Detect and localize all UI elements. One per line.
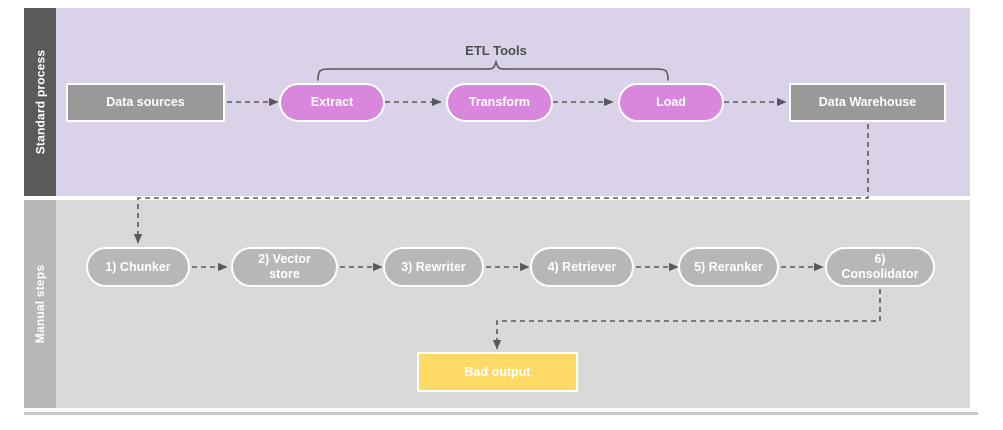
node-label-load: Load bbox=[656, 95, 686, 109]
node-data-warehouse[interactable]: Data Warehouse bbox=[789, 83, 946, 122]
lane-header-manual-steps: Manual steps bbox=[24, 200, 56, 408]
node-label-rewriter: 3) Rewriter bbox=[401, 259, 466, 274]
node-label-extract: Extract bbox=[310, 95, 354, 109]
brace-label-etl-tools: ETL Tools bbox=[396, 43, 596, 58]
node-label-vector-store-line1: 2) Vector bbox=[258, 252, 311, 266]
node-bad-output[interactable]: Bad output bbox=[417, 352, 578, 392]
node-load[interactable]: Load bbox=[618, 83, 724, 122]
node-label-retriever: 4) Retriever bbox=[547, 259, 617, 274]
node-vector-store[interactable]: 2) Vector store bbox=[231, 247, 338, 287]
node-label-transform: Transform bbox=[468, 95, 531, 109]
node-data-sources[interactable]: Data sources bbox=[66, 83, 225, 122]
node-label-consolidator-line2: Consolidator bbox=[841, 267, 919, 281]
node-label-consolidator-line1: 6) bbox=[874, 252, 886, 266]
node-reranker[interactable]: 5) Reranker bbox=[678, 247, 779, 287]
node-label-vector-store-line2: store bbox=[269, 267, 300, 281]
node-label-chunker: 1) Chunker bbox=[105, 259, 171, 274]
lane-label-manual-steps: Manual steps bbox=[33, 264, 48, 344]
bottom-divider bbox=[24, 412, 978, 415]
node-rewriter[interactable]: 3) Rewriter bbox=[383, 247, 484, 287]
lane-header-standard-process: Standard process bbox=[24, 8, 56, 196]
node-chunker[interactable]: 1) Chunker bbox=[86, 247, 190, 287]
node-consolidator[interactable]: 6) Consolidator bbox=[825, 247, 935, 287]
node-transform[interactable]: Transform bbox=[446, 83, 553, 122]
brace-label-text: ETL Tools bbox=[465, 43, 527, 58]
node-label-bad-output: Bad output bbox=[464, 364, 531, 379]
lane-label-standard-process: Standard process bbox=[33, 49, 48, 155]
node-label-data-warehouse: Data Warehouse bbox=[818, 95, 917, 109]
node-label-reranker: 5) Reranker bbox=[694, 259, 763, 274]
node-label-data-sources: Data sources bbox=[106, 95, 185, 109]
node-retriever[interactable]: 4) Retriever bbox=[530, 247, 634, 287]
node-extract[interactable]: Extract bbox=[279, 83, 385, 122]
